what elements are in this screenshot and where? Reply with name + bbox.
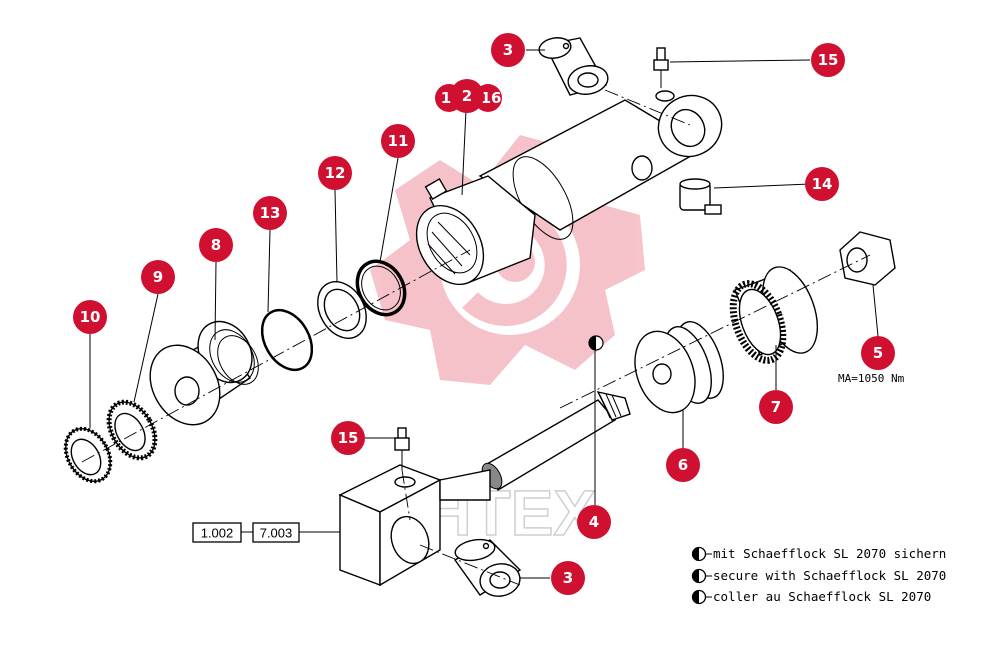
o-ring-13	[260, 308, 314, 372]
legend: mit Schaefflock SL 2070 sichern secure w…	[691, 546, 946, 605]
legend-item-en: secure with Schaefflock SL 2070	[691, 568, 946, 584]
nut-5	[839, 231, 896, 286]
svg-text:10: 10	[80, 308, 101, 326]
svg-text:13: 13	[260, 204, 281, 222]
svg-text:15: 15	[338, 429, 359, 447]
svg-text:2: 2	[462, 87, 472, 105]
leader-lines	[89, 49, 879, 579]
callout-12: 12	[318, 156, 352, 190]
svg-text:8: 8	[211, 236, 221, 254]
reference-box-2: 7.003	[252, 522, 300, 543]
callout-3-top: 3	[491, 33, 525, 67]
legend-text-fr: coller au Schaefflock SL 2070	[713, 589, 931, 604]
svg-text:15: 15	[818, 51, 839, 69]
callout-9: 9	[141, 260, 175, 294]
callout-15-bottom: 15	[331, 421, 365, 455]
svg-text:3: 3	[503, 41, 513, 59]
legend-item-de: mit Schaefflock SL 2070 sichern	[691, 546, 946, 562]
bushing-top	[538, 37, 609, 96]
svg-text:16: 16	[481, 89, 502, 107]
svg-text:9: 9	[153, 268, 163, 286]
reference-box-2-label: 7.003	[260, 526, 293, 541]
piston-6	[634, 321, 724, 414]
svg-text:3: 3	[563, 569, 573, 587]
valve-fitting	[679, 178, 722, 215]
svg-text:6: 6	[678, 456, 688, 474]
loctite-marker-icon	[588, 335, 604, 351]
grease-nipple-top	[653, 47, 669, 88]
callout-5: 5	[861, 336, 895, 370]
svg-text:14: 14	[812, 175, 833, 193]
legend-text-de: mit Schaefflock SL 2070 sichern	[713, 546, 946, 561]
callout-2: 2	[450, 79, 484, 113]
torque-note: MA=1050 Nm	[838, 372, 905, 385]
callout-13: 13	[253, 196, 287, 230]
callout-11: 11	[381, 124, 415, 158]
callout-4: 4	[577, 505, 611, 539]
callout-15-top: 15	[811, 43, 845, 77]
backup-ring-12	[317, 281, 367, 339]
bushing-bottom	[453, 538, 522, 597]
svg-text:12: 12	[325, 164, 346, 182]
legend-item-fr: coller au Schaefflock SL 2070	[691, 589, 931, 605]
rod-end-block	[338, 464, 491, 587]
callout-10: 10	[73, 300, 107, 334]
center-lines	[81, 89, 871, 586]
callout-6: 6	[666, 448, 700, 482]
reference-box-1-label: 1.002	[201, 526, 234, 541]
seal-ring-11	[355, 259, 407, 317]
grease-nipple-bottom	[394, 427, 410, 470]
cylinder-body	[415, 90, 723, 286]
svg-text:1: 1	[441, 89, 451, 107]
svg-text:4: 4	[589, 513, 599, 531]
reference-box-1: 1.002	[192, 522, 242, 543]
callout-3-bottom: 3	[551, 561, 585, 595]
svg-text:7: 7	[771, 398, 781, 416]
callout-7: 7	[759, 390, 793, 424]
callout-8: 8	[199, 228, 233, 262]
ring-10	[63, 426, 113, 484]
wiper-ring-9	[106, 399, 158, 461]
knurled-ring-7	[729, 266, 819, 364]
svg-text:5: 5	[873, 344, 883, 362]
legend-text-en: secure with Schaefflock SL 2070	[713, 568, 946, 583]
svg-text:11: 11	[388, 132, 409, 150]
callout-14: 14	[805, 167, 839, 201]
gland-8	[149, 320, 259, 426]
